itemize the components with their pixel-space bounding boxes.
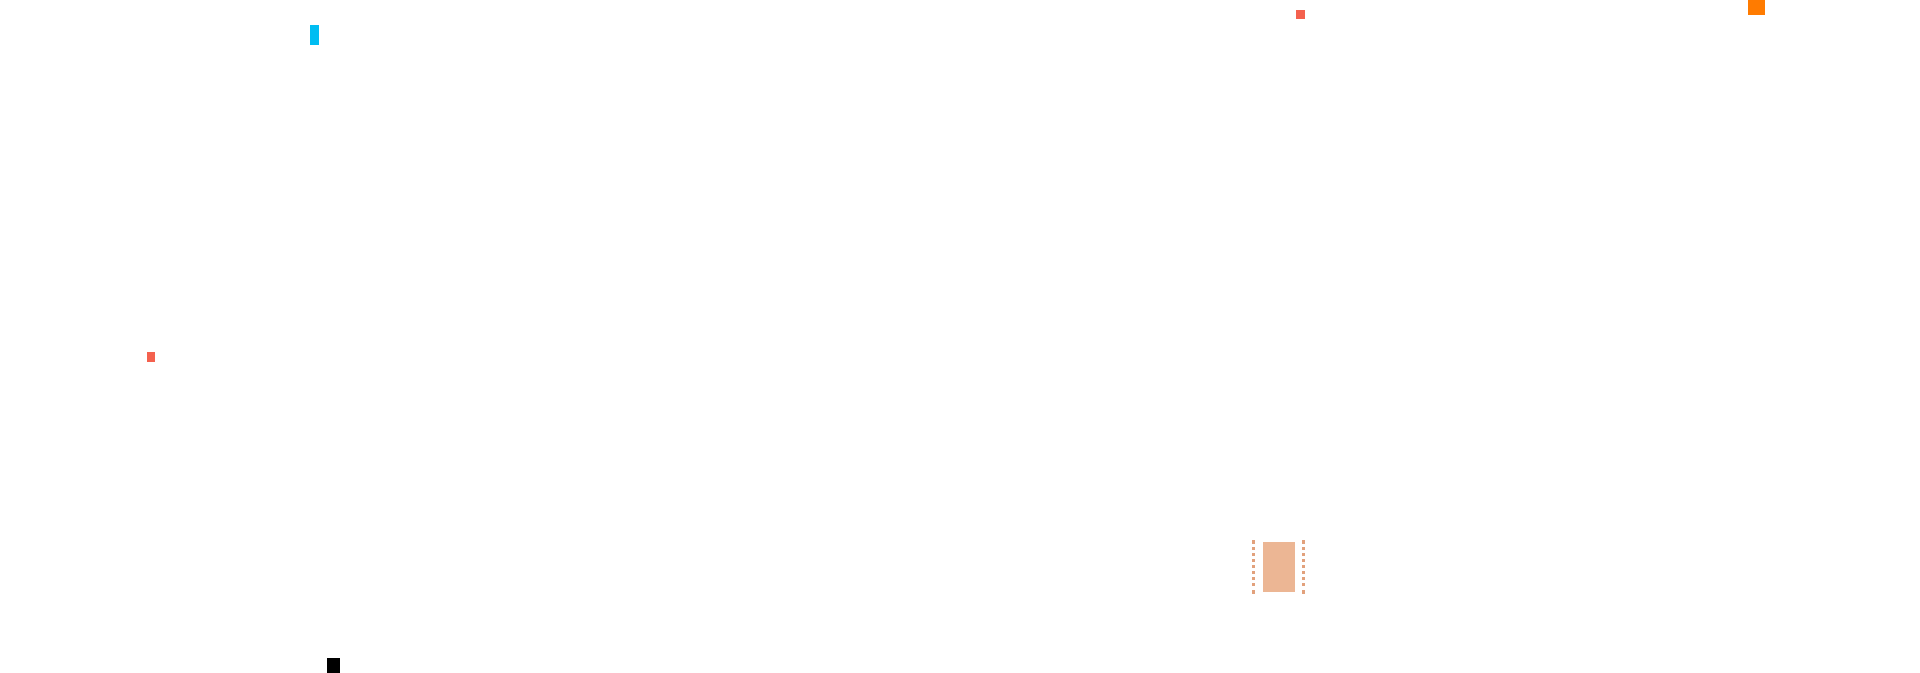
orange-marker[interactable] — [1748, 0, 1765, 15]
dotted-edge-right — [1302, 540, 1305, 594]
dotted-edge-left — [1252, 540, 1255, 594]
selection-region[interactable] — [1252, 540, 1308, 594]
red-marker-left[interactable] — [147, 352, 155, 362]
selection-fill — [1263, 542, 1295, 592]
red-marker-top[interactable] — [1296, 10, 1305, 19]
cyan-marker[interactable] — [310, 25, 319, 45]
black-marker[interactable] — [327, 658, 340, 673]
